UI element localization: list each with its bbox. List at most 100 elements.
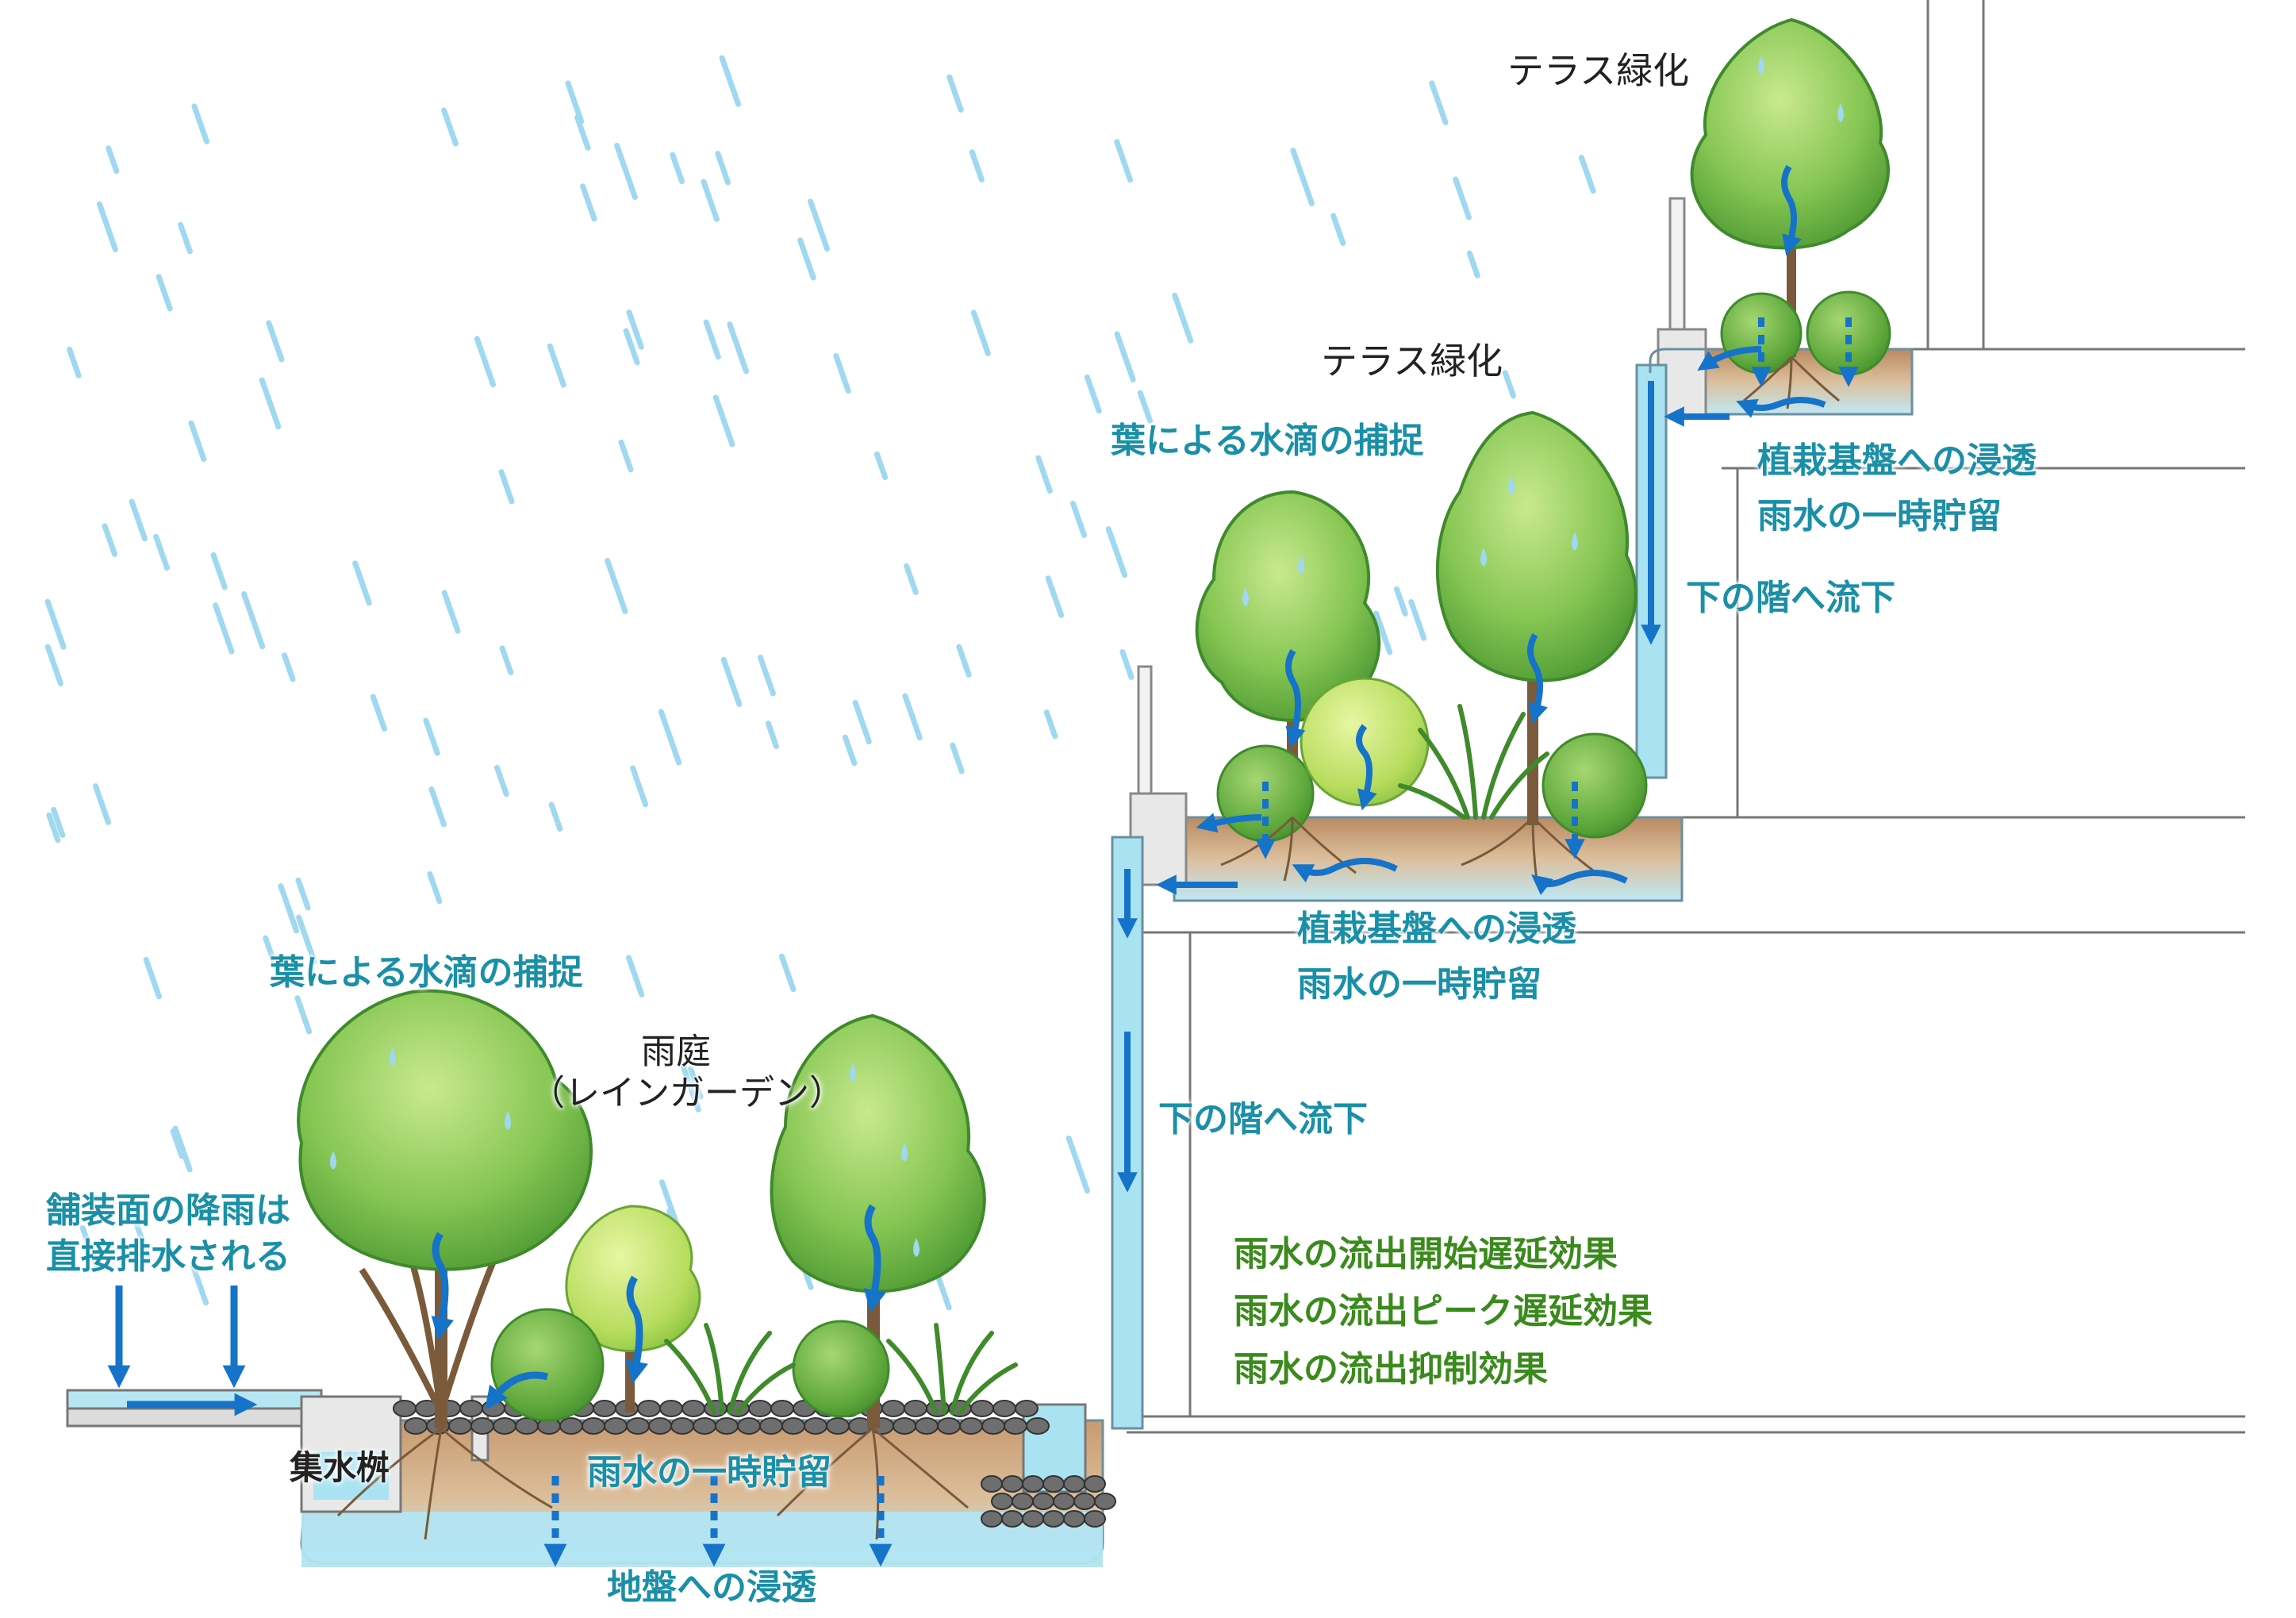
rain-streak bbox=[904, 563, 919, 595]
top-terrace bbox=[1635, 17, 1914, 779]
rain-streak bbox=[727, 321, 749, 375]
rain-streak bbox=[67, 346, 82, 379]
rain-streak bbox=[1035, 455, 1053, 494]
rain-streak bbox=[1045, 575, 1064, 618]
rain-streak bbox=[1429, 80, 1449, 125]
label-storage-mid: 雨水の一時貯留 bbox=[1297, 964, 1542, 1005]
rain-streak bbox=[1330, 213, 1346, 246]
gravel-stone bbox=[1001, 1475, 1023, 1493]
gravel-stone bbox=[915, 1417, 939, 1435]
rain-streak bbox=[296, 914, 317, 965]
gravel-stone bbox=[781, 1417, 805, 1435]
gravel-stone bbox=[715, 1417, 739, 1435]
rain-streak bbox=[757, 655, 776, 697]
gravel-stone bbox=[1094, 1493, 1116, 1510]
rain-streak bbox=[703, 319, 721, 360]
rain-streak bbox=[565, 80, 585, 125]
rain-streak bbox=[797, 237, 816, 281]
rain-streak bbox=[1119, 649, 1135, 680]
rain-streak bbox=[946, 74, 964, 113]
gravel-stone bbox=[1084, 1475, 1106, 1493]
label-terrace-top: テラス緑化 bbox=[1507, 49, 1690, 92]
gravel-stone bbox=[404, 1417, 428, 1435]
label-effect-3: 雨水の流出抑制効果 bbox=[1234, 1349, 1548, 1389]
rain-streak bbox=[701, 179, 720, 222]
rain-streak bbox=[259, 377, 282, 430]
rain-streak bbox=[51, 806, 66, 838]
gravel-stone bbox=[593, 1400, 616, 1417]
rain-streak bbox=[441, 107, 459, 147]
rain-streak bbox=[126, 1200, 151, 1259]
rain-streak bbox=[172, 1125, 193, 1173]
label-storage-top: 雨水の一時貯留 bbox=[1757, 496, 2002, 536]
gravel-stone bbox=[981, 1475, 1003, 1493]
rain-streak bbox=[295, 877, 311, 911]
rain-streak bbox=[765, 721, 779, 749]
gravel-stone bbox=[993, 1400, 1016, 1417]
gravel-stone bbox=[904, 1400, 927, 1417]
gravel-stone bbox=[1001, 1510, 1023, 1528]
rain-streak bbox=[720, 656, 743, 707]
rain-streak bbox=[93, 783, 111, 825]
rain-streak bbox=[618, 439, 634, 473]
rain-streak bbox=[1466, 250, 1480, 279]
gravel-stone bbox=[1063, 1475, 1085, 1493]
rain-streak bbox=[190, 1263, 209, 1306]
rain-streak bbox=[428, 786, 447, 828]
rain-streak bbox=[679, 1061, 701, 1113]
rain-streak bbox=[614, 142, 638, 200]
label-pavement-1: 舗装面の降雨は bbox=[46, 1190, 290, 1231]
rain-streak bbox=[833, 353, 851, 394]
gravel-stone bbox=[582, 1417, 605, 1435]
rain-streak bbox=[44, 644, 63, 686]
rain-streak bbox=[102, 523, 117, 557]
rain-streak bbox=[46, 812, 61, 844]
gravel-stone bbox=[659, 1400, 683, 1417]
label-rain-garden: 雨庭 bbox=[641, 1032, 711, 1072]
gravel-stone bbox=[470, 1417, 494, 1435]
rain-streak bbox=[79, 1224, 99, 1270]
gravel-stone bbox=[1022, 1510, 1044, 1528]
rain-streak bbox=[370, 694, 387, 732]
rain-streak bbox=[902, 693, 923, 741]
rain-streak bbox=[423, 717, 440, 756]
rain-streak bbox=[548, 801, 563, 832]
gravel-stone bbox=[770, 1400, 794, 1417]
building-lines bbox=[1127, 0, 2245, 1434]
gravel-stone bbox=[1022, 1475, 1044, 1493]
ground-rain-garden bbox=[66, 989, 1116, 1567]
rain-streak bbox=[1105, 526, 1128, 578]
rain-streak bbox=[1290, 148, 1315, 206]
label-ground-infiltration: 地盤への浸透 bbox=[607, 1567, 816, 1608]
label-leaf-capture-mid: 葉による水滴の捕捉 bbox=[1111, 421, 1424, 461]
gravel-stone bbox=[448, 1417, 472, 1435]
gravel-stone bbox=[804, 1417, 827, 1435]
rain-streak bbox=[688, 1066, 704, 1100]
gravel-stone bbox=[893, 1417, 916, 1435]
rain-streak bbox=[1137, 390, 1153, 424]
rain-streak bbox=[1114, 139, 1133, 183]
gravel-stone bbox=[1032, 1493, 1054, 1510]
gravel-stone bbox=[670, 1417, 694, 1435]
label-infiltration-mid: 植栽基盤への浸透 bbox=[1297, 909, 1576, 949]
rain-streak bbox=[580, 183, 597, 222]
rain-streak bbox=[626, 955, 645, 997]
rain-streak bbox=[263, 935, 283, 982]
label-storage-ground: 雨水の一時貯留 bbox=[587, 1452, 831, 1493]
rain-streak bbox=[630, 765, 648, 808]
gravel-stone bbox=[826, 1417, 850, 1435]
label-pavement-2: 直接排水される bbox=[46, 1236, 290, 1277]
rain-streak bbox=[547, 343, 566, 388]
gravel-stone bbox=[881, 1400, 905, 1417]
gravel-stone bbox=[1042, 1510, 1065, 1528]
rain-streak bbox=[498, 469, 515, 505]
rain-streak bbox=[499, 645, 514, 675]
rain-streak bbox=[210, 552, 228, 590]
rain-streak bbox=[1453, 176, 1472, 221]
rain-streak bbox=[873, 451, 889, 480]
gravel-stone bbox=[970, 1400, 994, 1417]
gravel-stone bbox=[759, 1417, 783, 1435]
rain-streak bbox=[153, 533, 170, 571]
gravel-stone bbox=[959, 1417, 983, 1435]
